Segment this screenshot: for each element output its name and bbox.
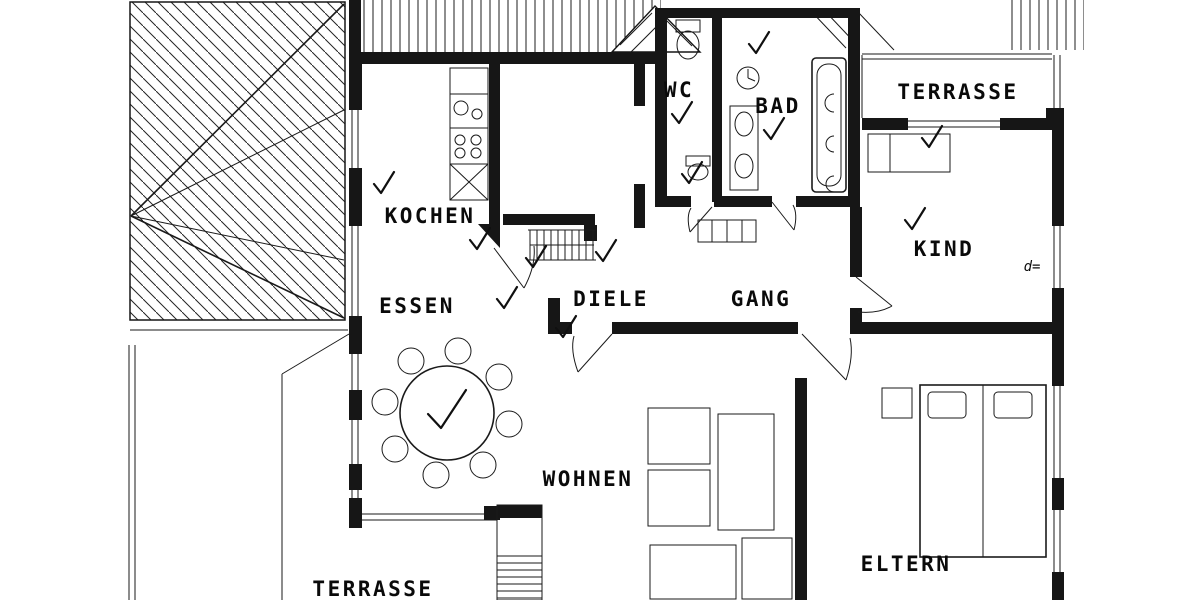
sofa [717, 413, 775, 531]
room-label-bad: BAD [755, 94, 801, 118]
chair-icon [397, 347, 425, 375]
terrace-lines [128, 333, 350, 600]
chair-icon [485, 363, 513, 391]
room-label-terrasse-top: TERRASSE [897, 80, 1019, 104]
room-label-wohnen: WOHNEN [542, 467, 634, 491]
chair-icon [444, 337, 472, 365]
room-label-wc: WC [663, 78, 695, 102]
bathtub-icon [811, 57, 847, 193]
dining-table [399, 365, 495, 461]
room-label-gang: GANG [730, 287, 792, 311]
chair-icon [422, 461, 450, 489]
sideboard [741, 537, 793, 600]
living-room-furniture [647, 407, 793, 600]
top-roof-band [361, 0, 1084, 53]
hand-basin-icon [687, 163, 709, 181]
basin-icon [734, 111, 754, 137]
chair-icon [469, 451, 497, 479]
dining-table-set [371, 337, 523, 489]
staircase-upper [528, 229, 596, 261]
room-label-diele: DIELE [573, 287, 649, 311]
coffee-table [649, 544, 737, 600]
wc-fixtures [675, 19, 711, 181]
chair-icon [381, 435, 409, 463]
staircase-lower [496, 504, 543, 600]
armchair [647, 469, 711, 527]
room-label-terrasse-bottom: TERRASSE [312, 577, 434, 600]
kitchen-counter [449, 67, 489, 201]
radiator [697, 219, 757, 243]
room-label-essen: ESSEN [379, 294, 455, 318]
walls [349, 0, 1064, 600]
toilet-tank-icon [675, 19, 701, 33]
kind-furniture [867, 133, 951, 173]
room-label-kochen: KOCHEN [384, 204, 476, 228]
bathroom-fixtures [729, 57, 847, 193]
vanity-unit [729, 105, 759, 191]
toilet-icon [676, 30, 700, 60]
kid-bed [867, 133, 951, 173]
pillow-icon [927, 391, 967, 419]
basin-icon [734, 153, 754, 179]
nightstand [881, 387, 913, 419]
wall-clock-icon [736, 66, 760, 90]
room-label-eltern: ELTERN [860, 552, 952, 576]
chair-icon [495, 410, 523, 438]
chair-icon [371, 388, 399, 416]
doors [493, 201, 893, 381]
check-marks [372, 30, 944, 339]
pillow-icon [993, 391, 1033, 419]
dimension-annotation: d= [1023, 259, 1041, 275]
bedroom-furniture [881, 384, 1047, 558]
room-label-kind: KIND [913, 237, 975, 261]
stove-burner-icon [454, 134, 466, 146]
windows [351, 53, 1061, 572]
armchair [647, 407, 711, 465]
roof-hatching [129, 1, 348, 331]
sink-basin-icon [453, 100, 469, 116]
